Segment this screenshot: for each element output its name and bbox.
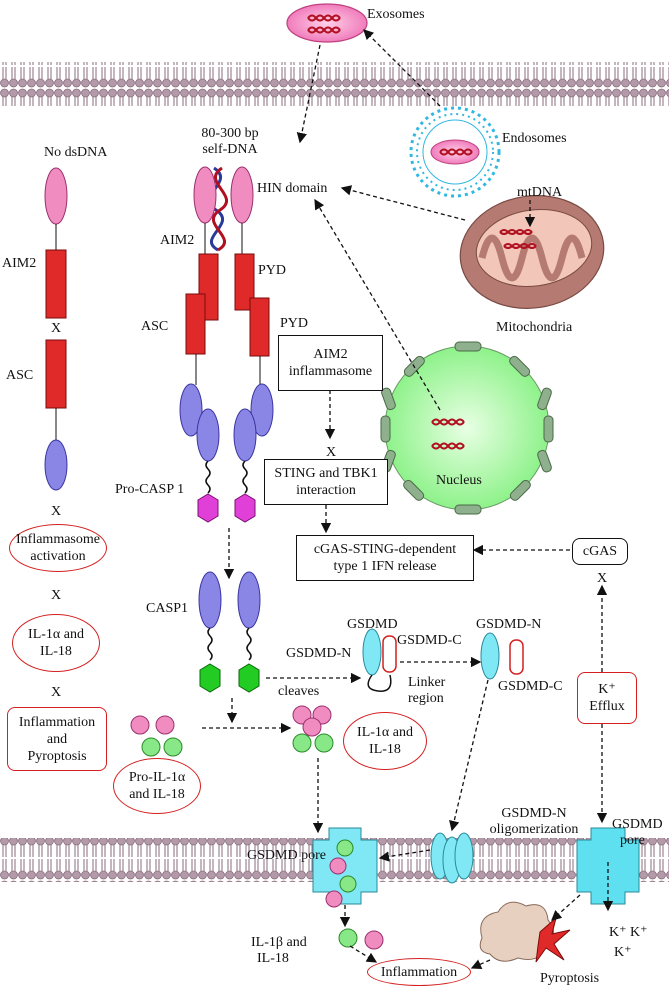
label-gsdmd-c-right: GSDMD-C xyxy=(498,679,563,694)
label-mtdna: mtDNA xyxy=(517,185,563,200)
label-aim2-left: AIM2 xyxy=(2,256,37,271)
oval-il1a-mid-line2: IL-18 xyxy=(369,742,401,757)
box-cgas-sting-line2: type 1 IFN release xyxy=(333,559,437,574)
label-pro-casp1: Pro-CASP 1 xyxy=(115,482,185,497)
arrow-exosome-to-membrane xyxy=(296,44,321,144)
arrow-endosome-to-exosome xyxy=(363,29,441,107)
box-sting-line2: interaction xyxy=(296,483,356,498)
label-no-dsdna: No dsDNA xyxy=(44,145,108,160)
oval-pro-il1a-line2: and IL-18 xyxy=(129,787,185,802)
box-sting-line1: STING and TBK1 xyxy=(274,466,378,481)
arrow-il-to-inflammation xyxy=(349,945,378,963)
label-il1b-line1: IL-1β and xyxy=(251,935,307,950)
label-olig-line1: GSDMD-N xyxy=(501,806,567,821)
mature-il-cluster xyxy=(292,705,334,753)
arrow-mito-to-hin xyxy=(340,185,466,221)
inflam-pyro-line1: Inflammation xyxy=(18,714,96,730)
box-k-line1: K⁺ xyxy=(598,682,616,697)
label-endosomes: Endosomes xyxy=(502,131,567,146)
gsdmd-full xyxy=(362,628,397,692)
box-k-line2: Efflux xyxy=(589,699,625,714)
oval-il1a-left-line2: IL-18 xyxy=(40,644,72,659)
label-casp1: CASP1 xyxy=(146,601,189,616)
label-pyd-2: PYD xyxy=(280,316,309,331)
oval-inflammasome-line1: Inflammasome xyxy=(16,532,100,547)
exosome xyxy=(286,3,368,43)
oval-pro-il1a-line1: Pro-IL-1α xyxy=(128,770,186,785)
box-cgas-sting-line1: cGAS-STING-dependent xyxy=(313,542,457,557)
left-aim2-asc-column xyxy=(44,167,68,491)
label-x3: X xyxy=(51,588,62,603)
arrow-nucleus-to-hin xyxy=(314,198,441,411)
label-linker-line2: region xyxy=(408,691,444,706)
label-il1b-line2: IL-18 xyxy=(257,951,289,966)
label-hin-domain: HIN domain xyxy=(257,181,328,196)
gsdmd-pore-left-shape xyxy=(312,827,378,908)
box-inflammation-pyroptosis: Inflammation and Pyroptosis xyxy=(7,707,107,771)
label-x1: X xyxy=(51,321,62,336)
label-linker-line1: Linker xyxy=(408,675,446,690)
label-self-dna-line2: self-DNA xyxy=(202,142,258,157)
oval-il1a-left: IL-1α and IL-18 xyxy=(12,614,100,672)
label-x2: X xyxy=(51,504,62,519)
arrow-pyro-to-inflammation xyxy=(470,959,491,970)
oval-il1a-mid: IL-1α and IL-18 xyxy=(343,712,427,770)
label-gsdmd-pore-right-line2: pore xyxy=(620,833,645,848)
self-dna-helix xyxy=(207,166,229,252)
released-il xyxy=(338,928,384,950)
label-x6: X xyxy=(597,571,608,586)
box-cgas-sting: cGAS-STING-dependent type 1 IFN release xyxy=(296,535,474,581)
label-olig-line2: oligomerization xyxy=(489,822,579,837)
pro-il1a-cluster xyxy=(130,715,183,757)
label-gsdmd-n-right: GSDMD-N xyxy=(476,617,542,632)
label-gsdmd-n-left: GSDMD-N xyxy=(286,646,352,661)
nucleus xyxy=(380,341,554,515)
label-pyd-1: PYD xyxy=(258,263,287,278)
label-aim2-mid: AIM2 xyxy=(160,233,195,248)
label-gsdmd-c-mid: GSDMD-C xyxy=(397,633,462,648)
label-x4: X xyxy=(51,685,62,700)
label-self-dna-line1: 80-300 bp xyxy=(201,126,259,141)
label-nucleus: Nucleus xyxy=(436,473,482,488)
label-x5: X xyxy=(326,445,337,460)
arrow-gsdmn-to-oligo xyxy=(449,679,489,832)
label-k-ion: K⁺ xyxy=(614,945,632,960)
inflam-pyro-line3: Pyroptosis xyxy=(27,748,87,764)
label-asc-left: ASC xyxy=(6,368,34,383)
arrow-pore-to-pyro xyxy=(551,894,581,921)
box-aim2-line1: AIM2 xyxy=(313,347,348,362)
label-gsdmd: GSDMD xyxy=(347,617,398,632)
box-cgas: cGAS xyxy=(572,538,628,565)
label-gsdmd-pore-right-line1: GSDMD xyxy=(612,817,663,832)
endosome xyxy=(409,106,501,198)
oval-inflammation: Inflammation xyxy=(367,958,471,986)
gsdmd-n-oligomer xyxy=(430,832,474,884)
box-aim2-line2: inflammasome xyxy=(288,364,373,379)
label-k-ions: K⁺ K⁺ xyxy=(609,925,648,940)
label-pyroptosis: Pyroptosis xyxy=(540,971,600,986)
box-aim2-inflammasome: AIM2 inflammasome xyxy=(278,335,383,391)
top-membrane xyxy=(0,62,669,106)
box-sting-tbk1: STING and TBK1 interaction xyxy=(264,459,388,505)
gsdmd-cleaved xyxy=(480,632,524,680)
label-gsdmd-pore-left: GSDMD pore xyxy=(247,848,326,863)
oval-pro-il1a: Pro-IL-1α and IL-18 xyxy=(113,758,201,814)
oval-inflammasome-activation: Inflammasome activation xyxy=(9,524,107,572)
oval-inflammasome-line2: activation xyxy=(30,549,86,564)
box-k-efflux: K⁺ Efflux xyxy=(577,672,637,724)
label-exosomes: Exosomes xyxy=(367,7,425,22)
mitochondria xyxy=(459,195,605,309)
inflam-pyro-line2: and xyxy=(46,731,68,747)
casp1-dimer xyxy=(198,571,261,693)
label-cleaves: cleaves xyxy=(278,684,320,699)
label-asc-mid: ASC xyxy=(141,319,169,334)
oval-il1a-left-line1: IL-1α and xyxy=(28,627,84,642)
aim2-complex xyxy=(179,166,274,523)
arrow-oligo-to-pore xyxy=(378,849,431,862)
pyroptotic-cell xyxy=(479,901,571,963)
oval-il1a-mid-line1: IL-1α and xyxy=(357,725,413,740)
label-mitochondria: Mitochondria xyxy=(496,320,573,335)
